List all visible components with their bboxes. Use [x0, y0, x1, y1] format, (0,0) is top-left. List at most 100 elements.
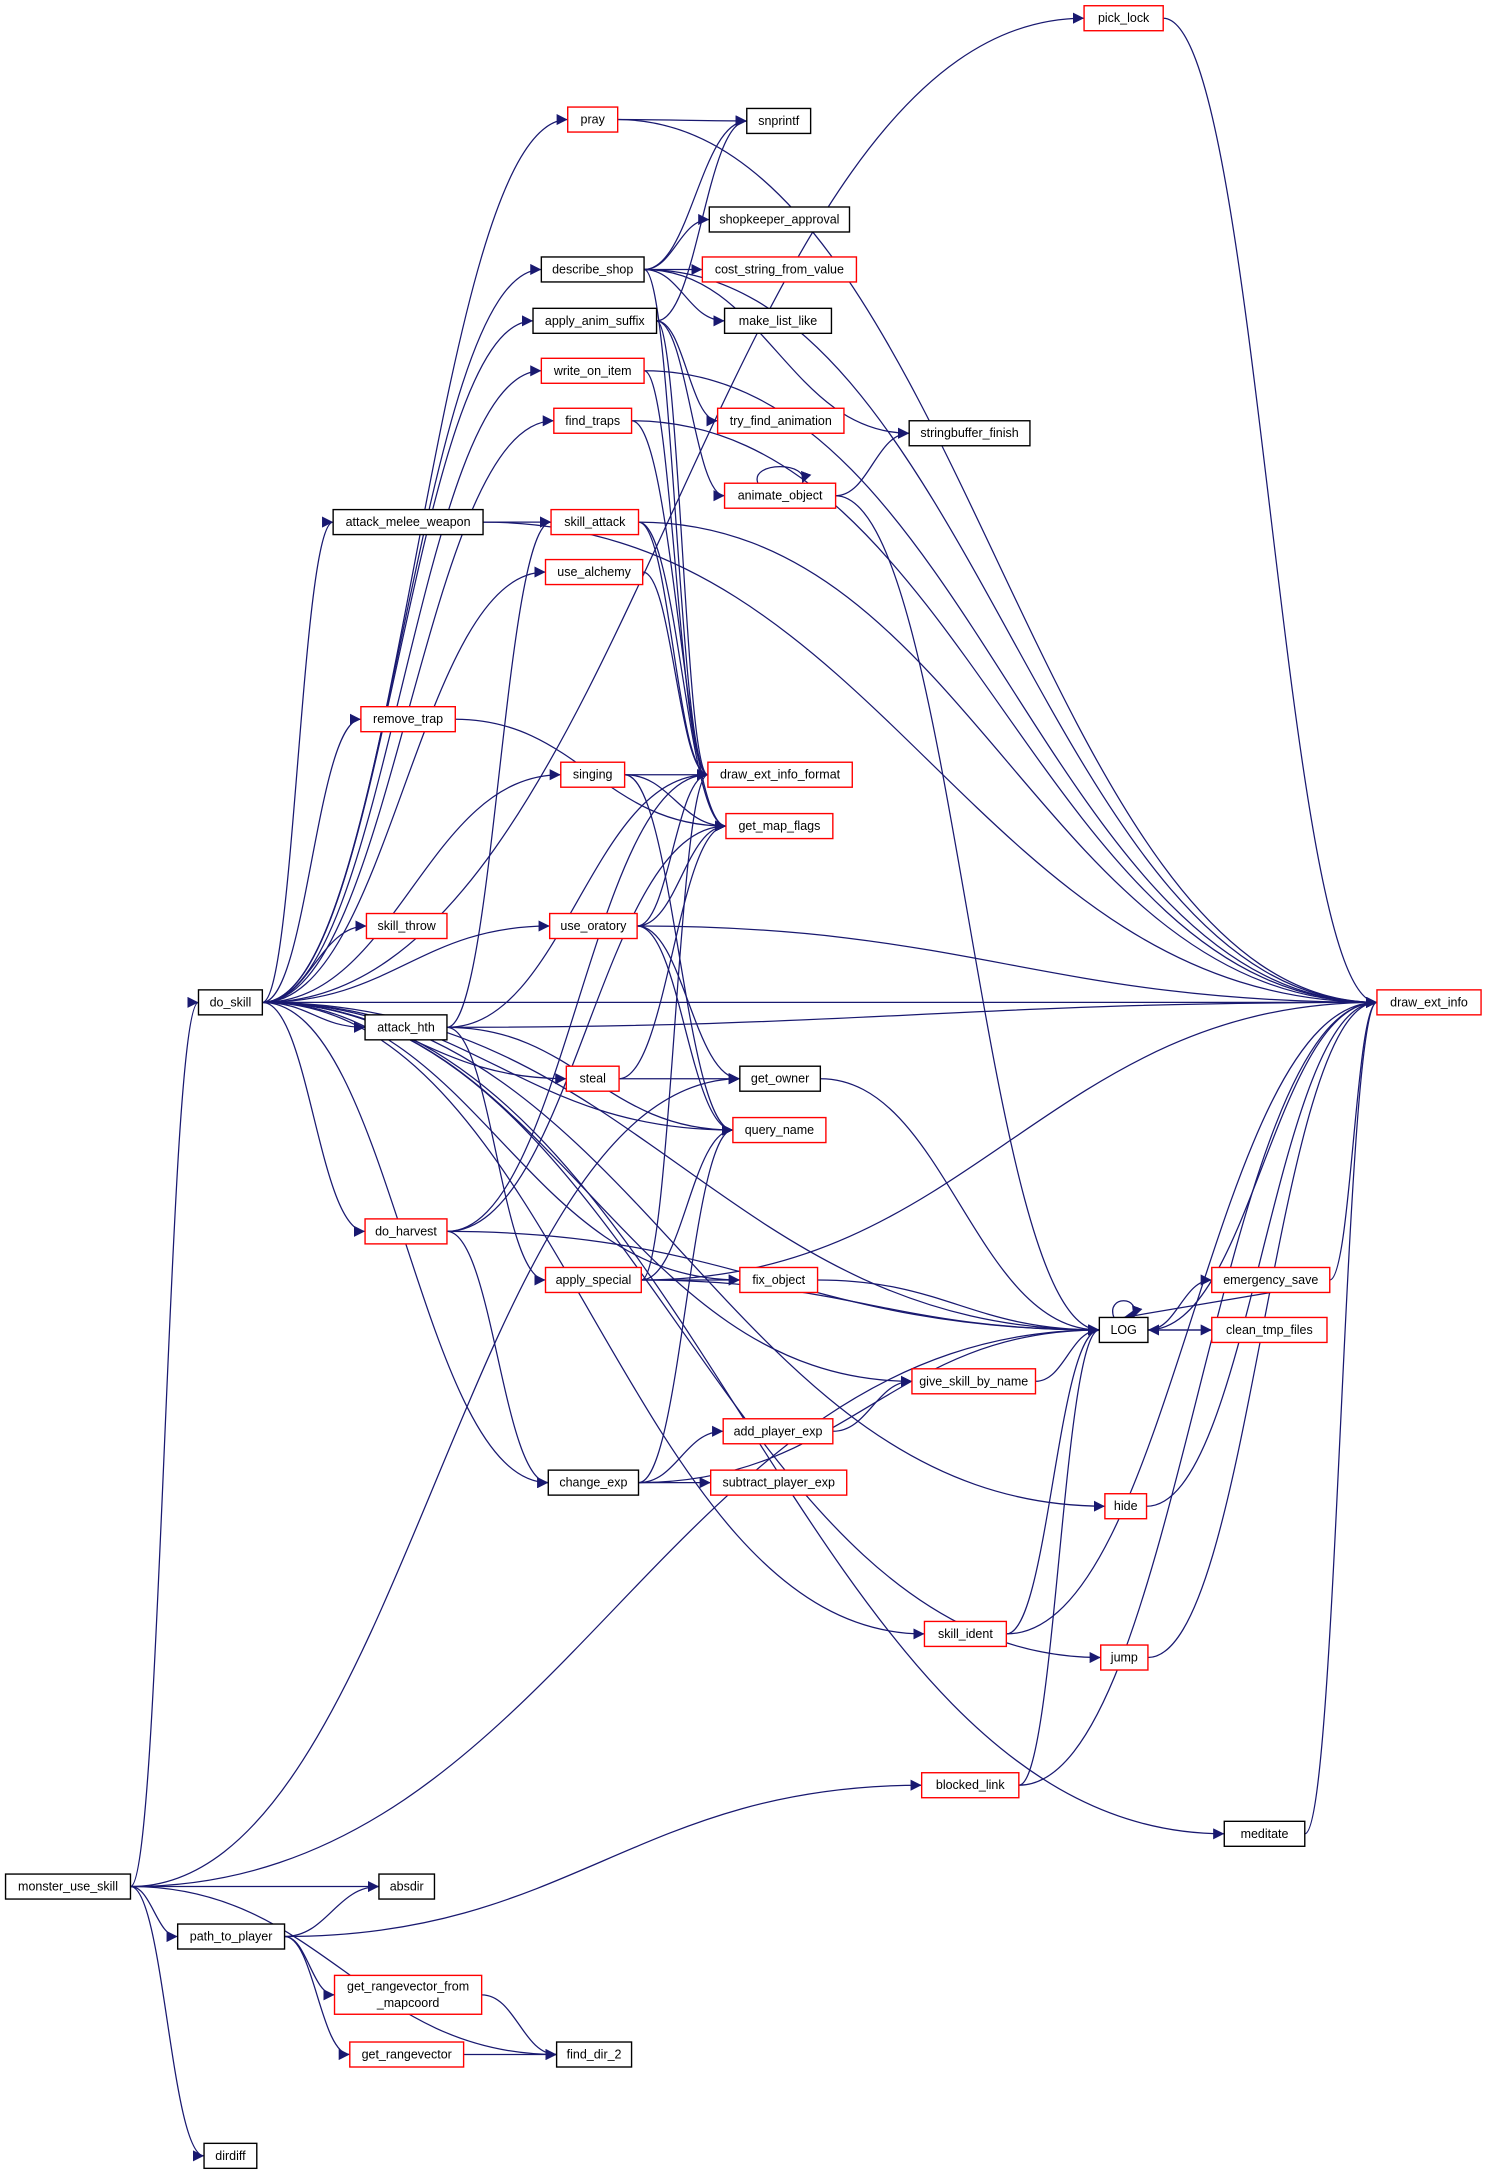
edge-attack-hth-to-draw-ext-info-format [446, 769, 708, 1028]
node-give-skill-by-name[interactable]: give_skill_by_name [911, 1368, 1037, 1395]
edge-get-owner-to-log [820, 1078, 1100, 1336]
node-label: give_skill_by_name [919, 1374, 1028, 1388]
node-dirdiff[interactable]: dirdiff [203, 2142, 258, 2170]
node-blocked-link[interactable]: blocked_link [920, 1772, 1020, 1799]
node-box [4, 1873, 132, 1900]
node-attack-hth[interactable]: attack_hth [364, 1014, 448, 1041]
node-jump[interactable]: jump [1100, 1644, 1149, 1671]
node-label: pick_lock [1098, 11, 1150, 25]
node-skill-throw[interactable]: skill_throw [365, 912, 448, 940]
node-box [1211, 1316, 1328, 1344]
node-snprintf[interactable]: snprintf [746, 107, 812, 135]
node-add-player-exp[interactable]: add_player_exp [722, 1418, 834, 1445]
node-pray[interactable]: pray [567, 106, 619, 133]
node-animate-object[interactable]: animate_object [723, 482, 837, 509]
node-do-harvest[interactable]: do_harvest [364, 1218, 448, 1245]
node-fix-object[interactable]: fix_object [739, 1266, 819, 1294]
node-steal[interactable]: steal [565, 1065, 620, 1092]
node-absdir[interactable]: absdir [378, 1873, 436, 1900]
edge-skill-ident-to-draw-ext-info [1006, 996, 1377, 1635]
node-box [553, 407, 633, 434]
node-try-find-animation[interactable]: try_find_animation [716, 407, 845, 434]
node-label: steal [580, 1072, 606, 1086]
node-query-name[interactable]: query_name [732, 1116, 827, 1144]
node-box [709, 1469, 848, 1496]
node-pick-lock[interactable]: pick_lock [1083, 5, 1164, 32]
node-label: remove_trap [373, 712, 443, 726]
node-stringbuffer-finish[interactable]: stringbuffer_finish [908, 420, 1031, 447]
edge-apply-special-to-query-name [641, 1124, 733, 1281]
node-label: attack_melee_weapon [346, 515, 471, 529]
node-path-to-player[interactable]: path_to_player [176, 1923, 286, 1950]
edge-describe-shop-to-stringbuffer-finish [644, 268, 910, 439]
node-box [540, 256, 645, 283]
node-label: skill_attack [564, 515, 626, 529]
node-label: do_harvest [375, 1224, 437, 1238]
edge-do-skill-to-do-harvest [262, 1001, 366, 1237]
node-hide[interactable]: hide [1104, 1493, 1148, 1520]
node-clean-tmp-files[interactable]: clean_tmp_files [1211, 1316, 1328, 1344]
node-get-map-flags[interactable]: get_map_flags [725, 812, 834, 840]
node-meditate[interactable]: meditate [1223, 1820, 1306, 1847]
node-make-list-like[interactable]: make_list_like [723, 307, 833, 335]
node-label: meditate [1241, 1827, 1289, 1841]
node-log[interactable]: LOG [1098, 1316, 1149, 1344]
node-box [360, 706, 456, 733]
node-skill-attack[interactable]: skill_attack [550, 508, 640, 536]
edge-apply-anim-suffix-to-snprintf [656, 115, 747, 322]
edge-log-to-draw-ext-info [1147, 996, 1377, 1331]
edge-singing-to-get-map-flags [624, 774, 726, 832]
node-box [548, 912, 638, 940]
edge-find-traps-to-get-map-flags [631, 420, 727, 832]
node-draw-ext-info-format[interactable]: draw_ext_info_format [707, 761, 853, 788]
node-skill-ident[interactable]: skill_ident [923, 1620, 1008, 1648]
edge-use-oratory-to-draw-ext-info [637, 925, 1377, 1008]
edge-apply-anim-suffix-to-animate-object [656, 320, 725, 502]
node-apply-anim-suffix[interactable]: apply_anim_suffix [532, 307, 658, 335]
node-get-rangevector[interactable]: get_rangevector [349, 2041, 465, 2068]
node-label: blocked_link [936, 1778, 1005, 1792]
node-use-oratory[interactable]: use_oratory [548, 912, 638, 940]
edge-do-skill-to-use-oratory [262, 920, 550, 1003]
edge-write-on-item-to-draw-ext-info-format [643, 370, 709, 781]
edge-describe-shop-to-draw-ext-info [644, 268, 1377, 1008]
node-box [203, 2142, 258, 2170]
node-find-dir-2[interactable]: find_dir_2 [555, 2041, 633, 2068]
edge-change-exp-to-query-name [638, 1124, 734, 1484]
edge-use-alchemy-to-draw-ext-info-format [642, 571, 709, 781]
edge-monster-use-skill-to-find-dir-2 [130, 1885, 557, 2061]
node-emergency-save[interactable]: emergency_save [1211, 1266, 1331, 1294]
node-apply-special[interactable]: apply_special [544, 1266, 642, 1294]
node-describe-shop[interactable]: describe_shop [540, 256, 645, 283]
node-find-traps[interactable]: find_traps [553, 407, 633, 434]
node-use-alchemy[interactable]: use_alchemy [544, 558, 644, 586]
node-box [197, 989, 264, 1016]
node-singing[interactable]: singing [560, 761, 626, 788]
node-change-exp[interactable]: change_exp [547, 1469, 640, 1496]
node-monster-use-skill[interactable]: monster_use_skill [4, 1873, 132, 1900]
node-do-skill[interactable]: do_skill [197, 989, 264, 1016]
node-remove-trap[interactable]: remove_trap [360, 706, 456, 733]
node-box [716, 407, 845, 434]
node-attack-melee-weapon[interactable]: attack_melee_weapon [332, 508, 484, 536]
node-get-rangevector-from-mapcoord[interactable]: get_rangevector_from_mapcoord [333, 1974, 483, 2015]
node-draw-ext-info[interactable]: draw_ext_info [1376, 989, 1482, 1016]
node-box [544, 1266, 642, 1294]
node-label: attack_hth [377, 1020, 435, 1034]
node-get-owner[interactable]: get_owner [739, 1065, 822, 1092]
node-write-on-item[interactable]: write_on_item [540, 357, 645, 384]
edge-skill-ident-to-log [1006, 1324, 1100, 1635]
node-label: make_list_like [739, 314, 817, 328]
edge-do-skill-to-use-alchemy [262, 566, 546, 1003]
node-subtract-player-exp[interactable]: subtract_player_exp [709, 1469, 848, 1496]
edge-animate-object-to-log [835, 495, 1100, 1336]
node-box [555, 2041, 633, 2068]
node-cost-string-from-value[interactable]: cost_string_from_value [701, 256, 858, 283]
node-box [365, 912, 448, 940]
node-label: draw_ext_info_format [720, 768, 841, 782]
node-box [349, 2041, 465, 2068]
node-shopkeeper-approval[interactable]: shopkeeper_approval [708, 206, 851, 233]
edge-do-skill-to-skill-ident [262, 1001, 925, 1640]
node-label: snprintf [758, 114, 799, 128]
edge-use-oratory-to-query-name [637, 925, 733, 1136]
